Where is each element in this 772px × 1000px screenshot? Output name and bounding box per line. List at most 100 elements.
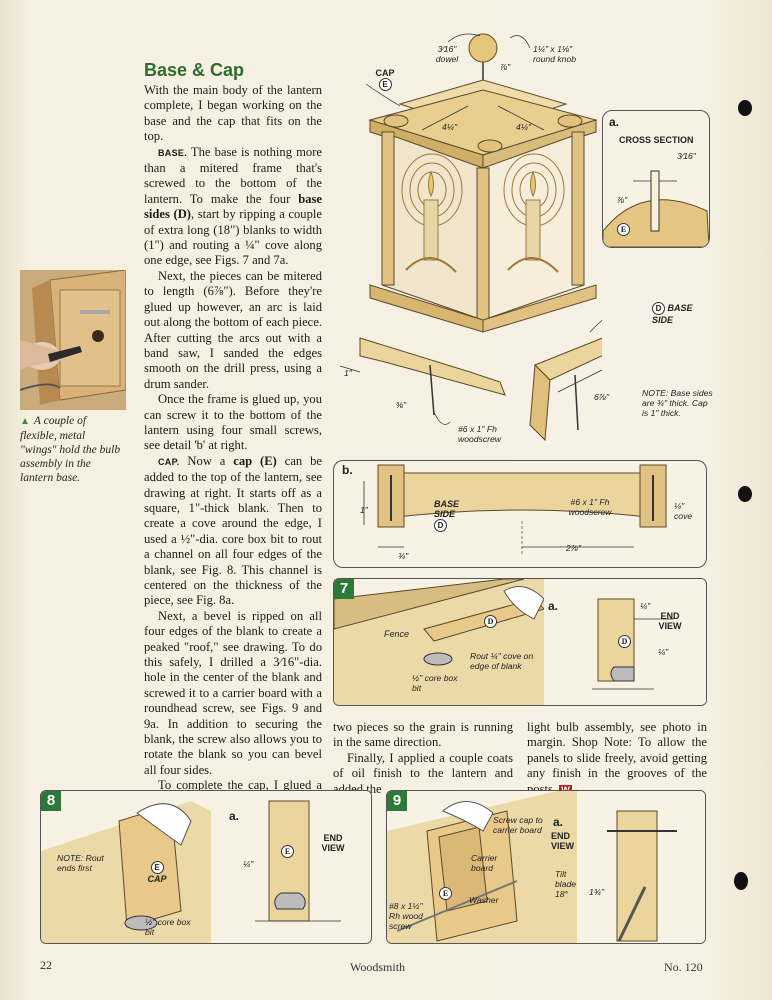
- detail-b-dim-34: ¾": [398, 551, 409, 561]
- figure-9-number: 9: [387, 791, 407, 811]
- article-column-2: two pieces so the grain is running in th…: [333, 720, 513, 797]
- fig9-end-view: END VIEW: [551, 831, 575, 851]
- page-number: 22: [40, 958, 52, 972]
- figure-9: 9 Screw cap to carrier board Carrier boa…: [386, 790, 706, 944]
- fig8-letter-e: E: [150, 861, 164, 874]
- screw-label: #6 x 1" Fh woodscrew: [458, 424, 501, 444]
- detail-b-letter: b.: [342, 463, 353, 477]
- paragraph-frame: Once the frame is glued up, you can scre…: [144, 392, 322, 453]
- fig7-detail-letter: a.: [548, 599, 559, 613]
- fig9-carrier-label: Carrier board: [471, 853, 498, 873]
- base-side-right: [534, 337, 602, 381]
- base-side-text: BASE SIDE: [652, 303, 693, 325]
- base-sides-part: base sides (D): [144, 191, 322, 222]
- candle-motif-right: [503, 153, 565, 273]
- dim-one-label: 1": [344, 368, 352, 378]
- detail-b-screw-label: #6 x 1" Fh woodscrew: [568, 497, 612, 517]
- lantern-base-photo-illustration: [20, 270, 126, 410]
- fig8-core-box-bit: [124, 915, 158, 931]
- article-body: With the main body of the lantern comple…: [144, 83, 322, 886]
- detail-b-dim-1: 1": [360, 505, 368, 515]
- cap-letter: E: [378, 78, 392, 91]
- magazine-name: Woodsmith: [350, 960, 406, 974]
- fig9-tilt-label: Tilt blade 18°: [555, 869, 577, 899]
- knob-dim-label: ⅞": [500, 62, 511, 72]
- paragraph-cap: CAP. Now a cap (E) can be added to the t…: [144, 454, 322, 609]
- cross-section-drawing: [603, 170, 709, 247]
- binder-hole-top: [738, 100, 752, 116]
- base-side-left: [359, 337, 506, 396]
- figure-7-number: 7: [334, 579, 354, 599]
- paragraph-base-text-b: , start by ripping a couple of extra lon…: [144, 207, 322, 268]
- fig9-detail-letter: a.: [553, 815, 564, 829]
- dim-left-label: 4¼": [442, 122, 457, 132]
- figure-8: 8 NOTE: Rout ends first E CAP ½" core bo…: [40, 790, 372, 944]
- binder-hole-middle: [738, 486, 752, 502]
- detail-a-title: CROSS SECTION: [619, 135, 694, 145]
- detail-b-base-side-text: BASE SIDE: [434, 499, 460, 519]
- core-box-bit: [423, 652, 453, 666]
- issue-number: No. 120: [664, 960, 703, 974]
- photo-caption-text: A couple of flexible, metal "wings" hold…: [20, 415, 121, 484]
- detail-a-letter: a.: [609, 115, 620, 129]
- figure-8-number: 8: [41, 791, 61, 811]
- base-note: NOTE: Base sides are ¾" thick. Cap is 1"…: [642, 388, 713, 418]
- fig7-end-view: END VIEW: [658, 611, 682, 631]
- detail-b-base-letter: D: [434, 519, 447, 532]
- article-column-1: Base & Cap With the main body of the lan…: [144, 60, 322, 886]
- figure-9-drawing: [387, 791, 705, 943]
- fig7-dim-14: ¼": [640, 601, 651, 611]
- fig7-rout-label: Rout ¼" cove on edge of blank: [470, 651, 534, 671]
- fig7-bit-label: ½" core box bit: [412, 673, 458, 693]
- fig8-hand-icon: [136, 803, 192, 846]
- base-side-profile: [377, 472, 665, 520]
- fig9-hand-icon: [442, 801, 494, 832]
- detail-a-dim-side: ⅞": [617, 195, 628, 205]
- hand-icon: [503, 586, 545, 620]
- fig7-dim-14b: ¼": [658, 647, 669, 657]
- paragraph-shop-note-text: light bulb assembly, see photo in margin…: [527, 720, 707, 796]
- fig7-letter-d: D: [484, 615, 497, 628]
- detail-a-dim-top: 3⁄16": [677, 151, 696, 161]
- photo-caption: ▲A couple of flexible, metal "wings" hol…: [20, 414, 124, 485]
- detail-a-cross-section: a. CROSS SECTION 3⁄16" ⅞" E: [602, 110, 710, 248]
- fig9-letter-e: E: [439, 887, 452, 900]
- margin-photo: [20, 270, 126, 410]
- paragraph-miter: Next, the pieces can be mitered to lengt…: [144, 268, 322, 391]
- fig8-cap-text: CAP: [147, 874, 167, 884]
- dim-right-label: 4¼": [516, 122, 531, 132]
- figure-7: 7 Fence D Rout ¼" cove on edge of blank …: [333, 578, 707, 706]
- paragraph-cap-text-b: can be added to the top of the lantern, …: [144, 453, 322, 608]
- caption-triangle-icon: ▲: [20, 416, 30, 427]
- knob-label: 1¼" x 1⅛" round knob: [533, 44, 577, 64]
- paragraph-cap-text-a: Now a: [179, 453, 234, 468]
- figure-8-drawing: [41, 791, 371, 943]
- lantern-drawing: [339, 33, 602, 442]
- detail-b-dim-cove: ¼" cove: [674, 501, 693, 521]
- fig8-dim-14: ¼": [243, 859, 254, 869]
- fig8-detail-letter: a.: [229, 809, 240, 823]
- article-column-3: light bulb assembly, see photo in margin…: [527, 720, 707, 797]
- base-runin: BASE.: [158, 147, 188, 158]
- dim-38-label: ⅜": [396, 400, 407, 410]
- fig9-dim-134: 1¾": [589, 887, 604, 897]
- detail-b-base-side-label: BASE SIDE D: [434, 499, 470, 532]
- dim-678-label: 6⅞": [594, 392, 609, 402]
- paragraph-bevel: Next, a bevel is ripped on all four edge…: [144, 608, 322, 777]
- fig7-letter-d2: D: [618, 635, 631, 648]
- fig8-bit-label: ½" core box bit: [145, 917, 191, 937]
- base-side-label: D BASE SIDE: [652, 302, 702, 325]
- base-letter: D: [652, 302, 665, 315]
- paragraph-base-text-a: The base is nothing more than a mitered …: [144, 144, 322, 206]
- detail-b-dim-width: 2⅞": [566, 543, 581, 553]
- fig8-cap-label: E CAP: [145, 861, 169, 884]
- paragraph-shop-note: light bulb assembly, see photo in margin…: [527, 720, 707, 797]
- round-knob: [468, 33, 498, 63]
- detail-b-drawing: [363, 464, 667, 556]
- cap-runin: CAP.: [158, 456, 180, 467]
- cap-label-text: CAP: [375, 68, 395, 78]
- paragraph-grain: two pieces so the grain is running in th…: [333, 720, 513, 750]
- fig8-note: NOTE: Rout ends first: [57, 853, 104, 873]
- fig9-washer-label: Washer: [469, 895, 499, 905]
- cap-label: CAP E: [374, 68, 396, 91]
